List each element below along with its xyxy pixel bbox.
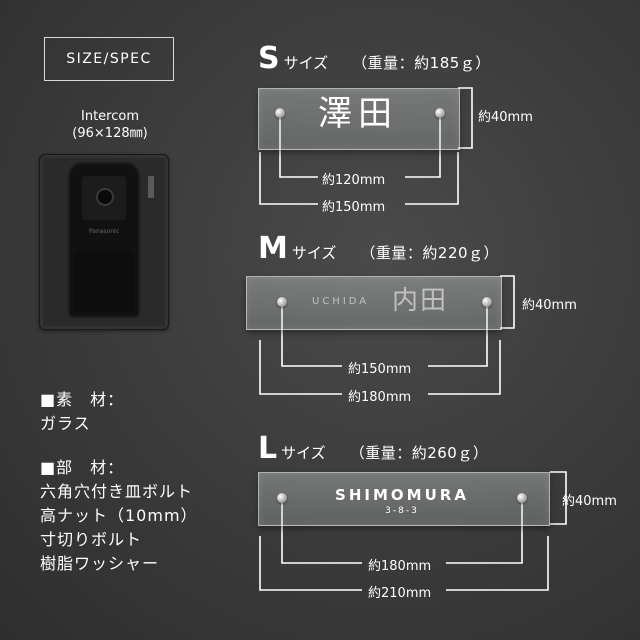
bolt-icon bbox=[275, 108, 285, 118]
parts-item: 樹脂ワッシャー bbox=[40, 554, 160, 573]
plate-s-name: 澤田 bbox=[318, 94, 398, 134]
size-l-weight: （重量：約260ｇ） bbox=[349, 444, 489, 462]
size-s-outer: 約150mm bbox=[322, 200, 386, 215]
plate-m-romaji: UCHIDA bbox=[312, 296, 370, 307]
bolt-icon bbox=[435, 108, 445, 118]
bolt-icon bbox=[277, 493, 287, 503]
size-m-height: 約40mm bbox=[522, 298, 577, 313]
plate-m-name: 内田 bbox=[392, 286, 449, 316]
plate-m bbox=[246, 276, 502, 330]
size-l-heading: L サイズ （重量：約260ｇ） bbox=[258, 434, 488, 464]
material-value: ガラス bbox=[40, 414, 91, 433]
material-label: ■素 材： bbox=[40, 390, 125, 409]
bolt-icon bbox=[277, 297, 287, 307]
intercom-indicator bbox=[148, 176, 154, 198]
size-m-outer: 約180mm bbox=[348, 390, 412, 405]
bolt-icon bbox=[482, 297, 492, 307]
size-l-inner: 約180mm bbox=[368, 559, 432, 574]
size-m-inner: 約150mm bbox=[348, 362, 412, 377]
plate-l bbox=[258, 472, 550, 526]
size-l-height: 約40mm bbox=[562, 494, 617, 509]
size-s-weight: （重量：約185ｇ） bbox=[352, 54, 491, 72]
plate-l-name: SHIMOMURA bbox=[335, 486, 469, 504]
size-spec-badge: SIZE/SPEC bbox=[44, 37, 174, 81]
parts-item: 高ナット（10mm） bbox=[40, 506, 198, 525]
plate-l-address: 3-8-3 bbox=[385, 506, 419, 516]
size-spec-label: SIZE/SPEC bbox=[66, 51, 152, 67]
size-m-letter: M bbox=[258, 231, 288, 266]
parts-item: 寸切りボルト bbox=[40, 530, 143, 549]
intercom-title: Intercom bbox=[81, 109, 139, 124]
size-s-height: 約40mm bbox=[478, 110, 533, 125]
intercom-caption: Intercom (96×128㎜) bbox=[40, 108, 180, 142]
spec-list: ■素 材： ガラス ■部 材： 六角穴付き皿ボルト 高ナット（10mm） 寸切り… bbox=[40, 388, 198, 576]
bolt-icon bbox=[517, 493, 527, 503]
intercom-brand: Panasonic bbox=[88, 228, 120, 235]
size-s-label: サイズ bbox=[283, 54, 329, 72]
size-m-heading: M サイズ （重量：約220ｇ） bbox=[258, 234, 499, 264]
size-s-letter: S bbox=[258, 41, 280, 76]
plate-s bbox=[258, 88, 460, 150]
camera-lens-icon bbox=[96, 188, 114, 206]
size-s-heading: S サイズ （重量：約185ｇ） bbox=[258, 44, 491, 74]
intercom-size: (96×128㎜) bbox=[72, 126, 148, 141]
intercom-speaker-panel bbox=[74, 252, 134, 312]
size-l-letter: L bbox=[258, 431, 278, 466]
size-m-label: サイズ bbox=[291, 244, 337, 262]
size-s-inner: 約120mm bbox=[322, 173, 386, 188]
parts-label: ■部 材： bbox=[40, 458, 125, 477]
parts-item: 六角穴付き皿ボルト bbox=[40, 482, 194, 501]
size-l-label: サイズ bbox=[281, 444, 326, 462]
size-l-outer: 約210mm bbox=[368, 586, 432, 601]
size-m-weight: （重量：約220ｇ） bbox=[360, 244, 500, 262]
